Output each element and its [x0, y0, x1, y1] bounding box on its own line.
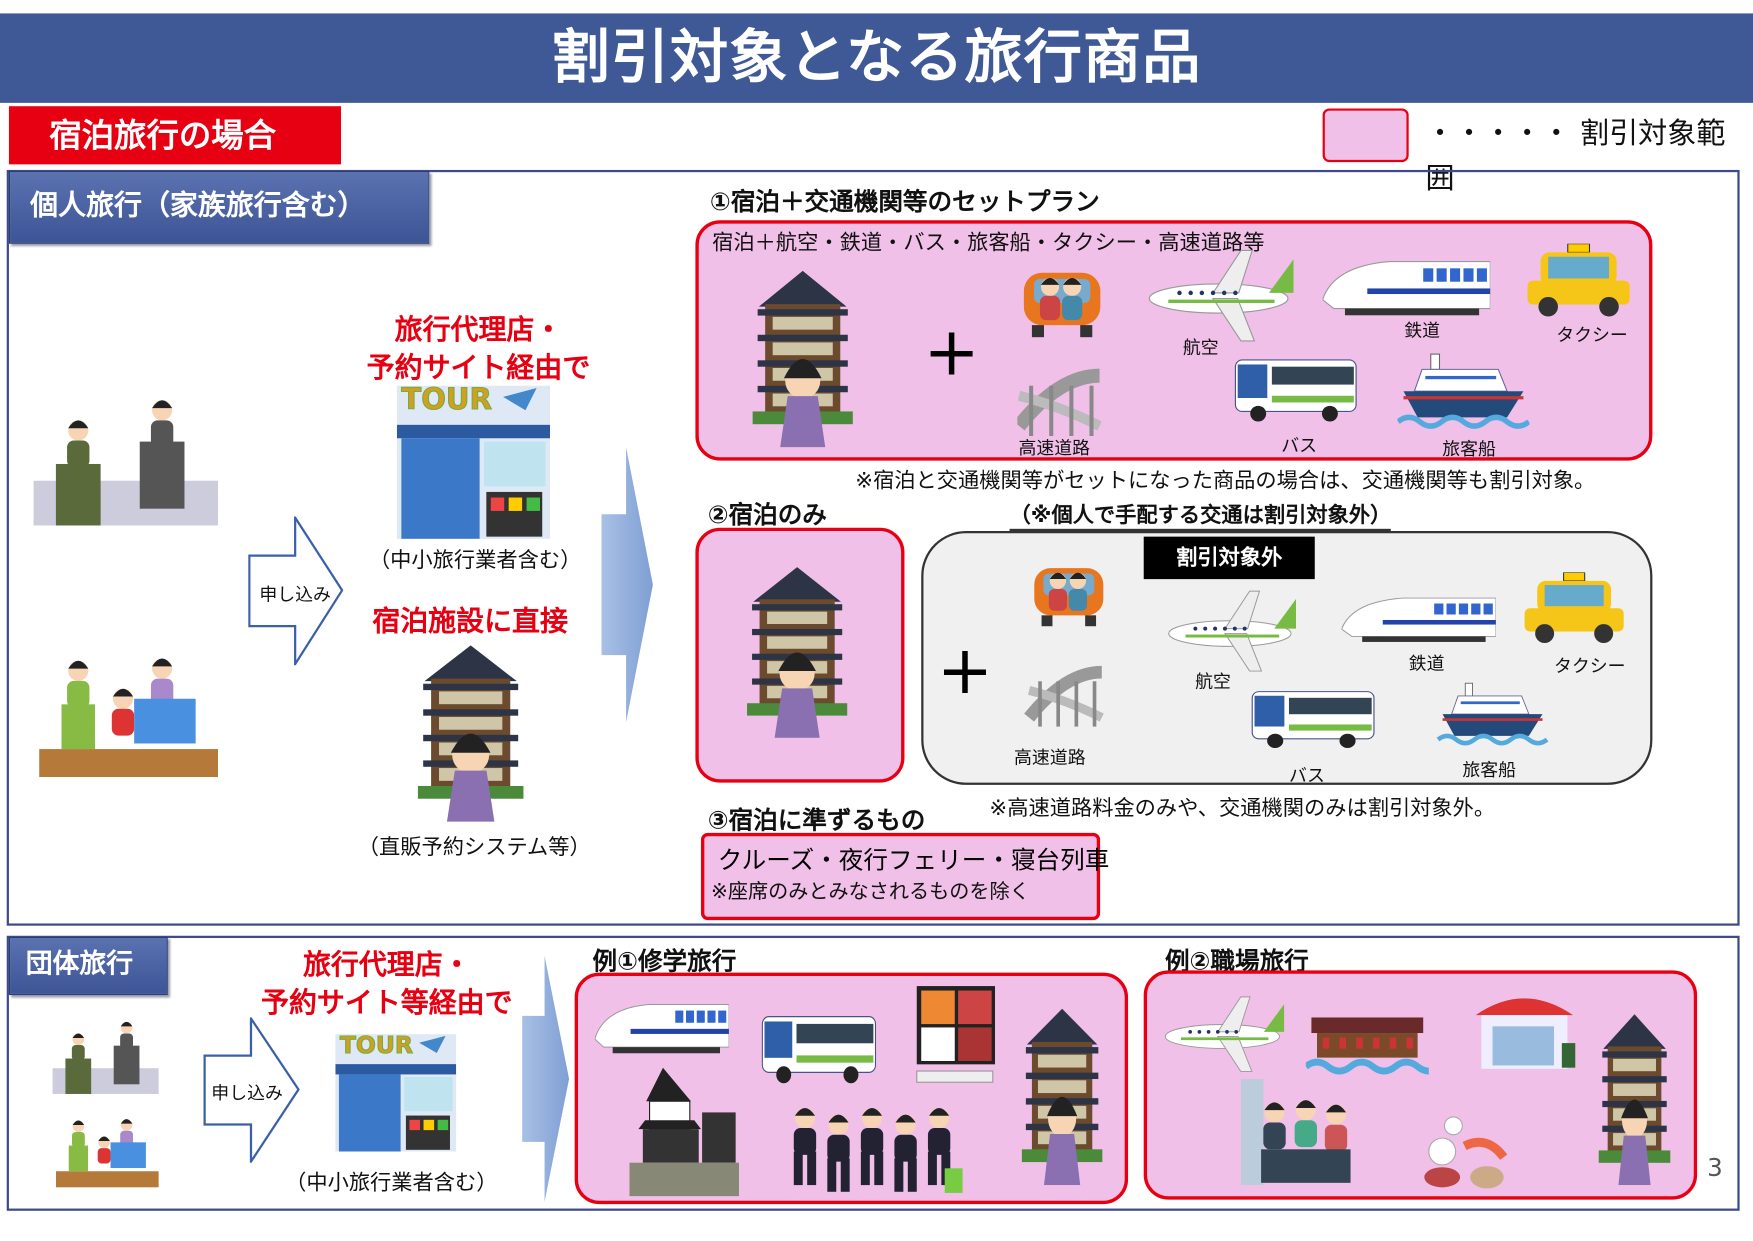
- individual-travel-section: [6, 169, 1740, 926]
- apply-arrow: [248, 513, 344, 668]
- tour-agency-illustration: TOUR: [396, 383, 551, 539]
- counter-consultation-illustration: [52, 1012, 159, 1096]
- seafood-illustration: [1420, 1112, 1515, 1190]
- highway-illustration: [1023, 654, 1108, 727]
- label-bus: バス: [1289, 764, 1325, 786]
- group-travel-label: 団体旅行: [8, 936, 168, 996]
- train-illustration: [1341, 593, 1496, 643]
- legend-swatch: [1322, 108, 1409, 163]
- apply-label: 申し込み: [259, 583, 331, 605]
- coworkers-illustration: [1240, 1078, 1358, 1186]
- individual-travel-label: 個人旅行（家族旅行含む）: [8, 171, 430, 244]
- plan2-heading: ②宿泊のみ: [707, 501, 827, 530]
- excluded-heading: （※個人で手配する交通は割引対象外）: [1009, 499, 1392, 532]
- flow-arrow: [601, 447, 653, 723]
- ship-illustration: [1397, 343, 1530, 430]
- hotel-illustration: [735, 565, 860, 738]
- plan3-note: ※座席のみとみなされるものを除く: [711, 879, 1030, 904]
- group-agency-route-label: 旅行代理店・ 予約サイト等経由で: [261, 948, 513, 1019]
- label-rail: 鉄道: [1404, 319, 1441, 341]
- label-ship: 旅客船: [1462, 759, 1517, 781]
- label-bus: バス: [1281, 434, 1318, 457]
- family-pc-illustration: [55, 1107, 159, 1191]
- page-number: 3: [1707, 1154, 1723, 1183]
- highway-illustration: [1017, 356, 1102, 437]
- label-air: 航空: [1182, 336, 1219, 358]
- airplane-illustration: [1157, 995, 1297, 1073]
- hotel-illustration: [1590, 1012, 1679, 1186]
- ship-illustration: [1425, 674, 1559, 747]
- plus-sign: +: [936, 631, 994, 710]
- group-agency-note: （中小旅行業者含む）: [285, 1170, 498, 1196]
- label-taxi: タクシー: [1556, 324, 1628, 346]
- excluded-badge: 割引対象外: [1143, 536, 1315, 580]
- castle-illustration: [629, 1067, 739, 1197]
- group-travel-section: [6, 935, 1740, 1211]
- train-illustration: [594, 998, 729, 1054]
- label-rail: 鉄道: [1408, 652, 1445, 675]
- apply-arrow: [203, 1014, 300, 1166]
- legend-label: 割引対象範囲: [1425, 117, 1726, 196]
- restaurant-illustration: [1470, 993, 1578, 1071]
- label-taxi: タクシー: [1554, 655, 1626, 677]
- plus-sign: +: [923, 313, 980, 392]
- direct-booking-label: 宿泊施設に直接: [372, 604, 568, 638]
- bus-illustration: [1250, 688, 1376, 749]
- bus-illustration: [1233, 356, 1358, 423]
- label-highway: 高速道路: [1018, 437, 1091, 459]
- hotel-illustration: [1012, 1006, 1113, 1186]
- agency-route-label: 旅行代理店・ 予約サイト経由で: [366, 313, 591, 384]
- counter-consultation-illustration: [33, 386, 219, 526]
- legend: ・・・・・ 割引対象範囲: [1425, 112, 1753, 201]
- agency-note: （中小旅行業者含む）: [368, 547, 582, 573]
- airplane-illustration: [1159, 589, 1310, 673]
- students-illustration: [788, 1101, 967, 1196]
- plan3-text: クルーズ・夜行フェリー・寝台列車: [717, 847, 1110, 876]
- ryokan-illustration: [1305, 1017, 1429, 1078]
- label-highway: 高速道路: [1014, 746, 1086, 769]
- train-illustration: [1322, 255, 1491, 316]
- plan1-heading: ①宿泊＋交通機関等のセットプラン: [709, 188, 1100, 217]
- taxi-illustration: [1523, 243, 1635, 320]
- airplane-illustration: [1146, 248, 1303, 343]
- plan3-heading: ③宿泊に準ずるもの: [707, 807, 926, 836]
- hotel-illustration: [405, 643, 537, 822]
- hotel-illustration: [740, 268, 865, 448]
- car-illustration: [1020, 559, 1118, 632]
- page-title: 割引対象となる旅行商品: [0, 13, 1753, 103]
- bento-illustration: [911, 984, 998, 1087]
- tour-logo: TOUR: [339, 1031, 413, 1059]
- taxi-illustration: [1518, 572, 1630, 646]
- plan3-discount-box: [700, 832, 1101, 921]
- lodging-travel-label: 宿泊旅行の場合: [8, 106, 341, 165]
- legend-dots: ・・・・・: [1425, 117, 1571, 151]
- family-pc-illustration: [39, 637, 219, 782]
- apply-label: 申し込み: [211, 1082, 283, 1104]
- plan1-subtitle: 宿泊＋航空・鉄道・バス・旅客船・タクシー・高速道路等: [712, 230, 1265, 255]
- car-illustration: [1012, 259, 1113, 346]
- plan2-note: ※高速道路料金のみや、交通機関のみは割引対象外。: [989, 796, 1496, 821]
- tour-agency-illustration: TOUR: [335, 1031, 457, 1152]
- label-ship: 旅客船: [1442, 438, 1496, 460]
- flow-arrow: [522, 955, 570, 1202]
- label-air: 航空: [1195, 670, 1231, 693]
- plan1-note: ※宿泊と交通機関等がセットになった商品の場合は、交通機関等も割引対象。: [855, 468, 1596, 494]
- direct-booking-note: （直販予約システム等）: [357, 835, 591, 860]
- bus-illustration: [760, 1012, 877, 1085]
- example1-heading: 例①修学旅行: [592, 948, 737, 977]
- tour-logo: TOUR: [401, 383, 493, 418]
